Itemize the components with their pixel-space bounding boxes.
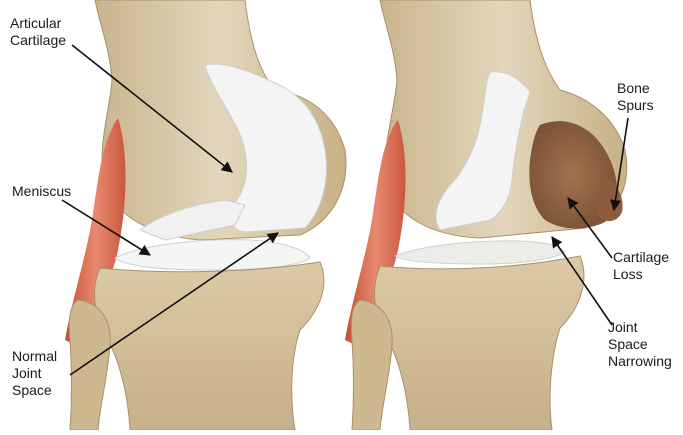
fibula-right <box>351 300 392 430</box>
arthritic-knee <box>345 0 627 430</box>
label-bone-spurs: Bone Spurs <box>617 80 654 114</box>
label-normal-joint-space: Normal Joint Space <box>12 348 57 399</box>
meniscus-left <box>115 240 310 270</box>
label-joint-space-narrowing: Joint Space Narrowing <box>608 319 672 370</box>
meniscus-right <box>395 241 565 264</box>
label-meniscus: Meniscus <box>12 183 71 200</box>
fibula-left <box>69 300 110 430</box>
label-cartilage-loss: Cartilage Loss <box>613 249 669 283</box>
tibia-right <box>375 256 584 430</box>
tibia-left <box>95 262 324 430</box>
normal-knee <box>65 0 346 430</box>
label-articular-cartilage: Articular Cartilage <box>10 15 66 49</box>
